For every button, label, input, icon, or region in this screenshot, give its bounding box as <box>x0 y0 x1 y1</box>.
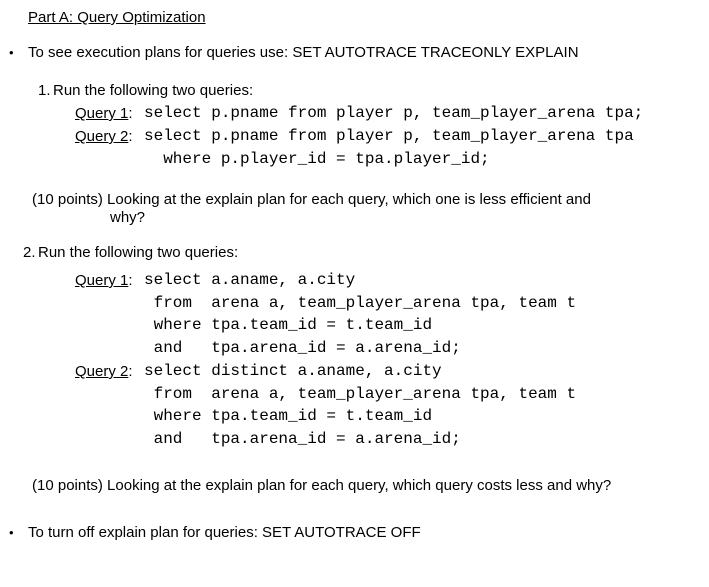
item1-query2-label: Query 2: <box>75 127 133 146</box>
bullet-marker-bottom: • <box>9 525 14 540</box>
item1-question-line1: (10 points) Looking at the explain plan … <box>32 191 591 208</box>
item2-query2-label-text: Query 2 <box>75 363 129 380</box>
bullet-top-text: To see execution plans for queries use: … <box>28 44 579 61</box>
item2-query1-row4: and tpa.arena_id = a.arena_id; <box>0 338 709 360</box>
item1-query1-label-text: Query 1 <box>75 105 129 122</box>
item2-query1-code-line4: and tpa.arena_id = a.arena_id; <box>144 339 461 357</box>
item2-query2-code-line1: select distinct a.aname, a.city <box>144 362 442 380</box>
item1-query2-colon: : <box>128 128 133 145</box>
item1-query2-row: Query 2: select p.pname from player p, t… <box>0 126 709 148</box>
item2-heading: Run the following two queries: <box>38 244 239 261</box>
item2-query2-colon: : <box>128 363 133 380</box>
item2-query2-code-line2: from arena a, team_player_arena tpa, tea… <box>144 385 577 403</box>
item2-query1-code-line3: where tpa.team_id = t.team_id <box>144 316 433 334</box>
item2-query1-code-line2: from arena a, team_player_arena tpa, tea… <box>144 294 577 312</box>
item2-query2-row2: from arena a, team_player_arena tpa, tea… <box>0 384 709 406</box>
item2-query1-code-line1: select a.aname, a.city <box>144 271 356 289</box>
item1-question-line2: why? <box>110 209 146 226</box>
item2-query1-row: Query 1: select a.aname, a.city <box>0 270 709 292</box>
page-title-text: Part A: Query Optimization <box>28 9 206 26</box>
item1-query1-row: Query 1: select p.pname from player p, t… <box>0 103 709 125</box>
item1-query1-label: Query 1: <box>75 104 133 123</box>
item2-query2-code-line3: where tpa.team_id = t.team_id <box>144 407 433 425</box>
item1-query2-row-cont: where p.player_id = tpa.player_id; <box>0 149 709 171</box>
item1-query2-label-text: Query 2 <box>75 128 129 145</box>
item1-query1-colon: : <box>128 105 133 122</box>
item2-query1-colon: : <box>128 272 133 289</box>
item1-number: 1. <box>38 82 51 99</box>
item2-query2-row3: where tpa.team_id = t.team_id <box>0 406 709 428</box>
bullet-marker: • <box>9 45 14 60</box>
item2-query1-label-text: Query 1 <box>75 272 129 289</box>
item1-query2-code-line2: where p.player_id = tpa.player_id; <box>144 150 490 168</box>
item2-query1-row2: from arena a, team_player_arena tpa, tea… <box>0 293 709 315</box>
bullet-bottom-text: To turn off explain plan for queries: SE… <box>28 524 421 541</box>
item1-query1-code: select p.pname from player p, team_playe… <box>144 104 644 122</box>
item2-question: (10 points) Looking at the explain plan … <box>32 477 612 494</box>
item1-heading: Run the following two queries: <box>53 82 254 99</box>
item2-query1-label: Query 1: <box>75 271 133 290</box>
item2-query2-label: Query 2: <box>75 362 133 381</box>
item2-query2-row4: and tpa.arena_id = a.arena_id; <box>0 429 709 451</box>
item2-query1-row3: where tpa.team_id = t.team_id <box>0 315 709 337</box>
item1-query2-code-line1: select p.pname from player p, team_playe… <box>144 127 634 145</box>
item2-number: 2. <box>23 244 36 261</box>
item2-query2-row: Query 2: select distinct a.aname, a.city <box>0 361 709 383</box>
page-title: Part A: Query Optimization <box>28 8 206 27</box>
item2-query2-code-line4: and tpa.arena_id = a.arena_id; <box>144 430 461 448</box>
